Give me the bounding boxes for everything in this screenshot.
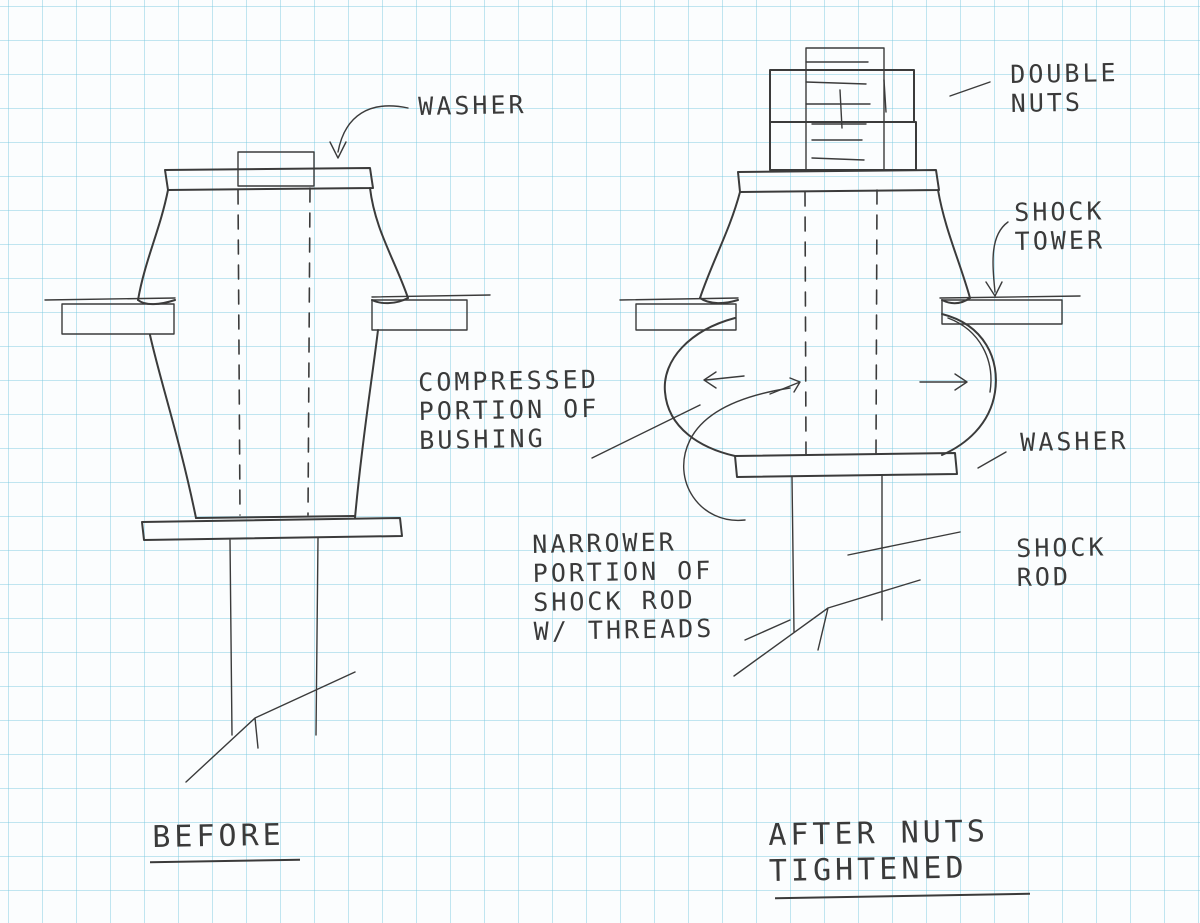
label-double-nuts: DOUBLE NUTS [1010, 58, 1119, 118]
title-before: BEFORE [152, 817, 285, 855]
leader-narrower [683, 387, 791, 521]
label-before-washer: WASHER [418, 90, 527, 121]
leader-double-nuts [949, 81, 991, 97]
label-compressed-bushing: COMPRESSED PORTION OF BUSHING [418, 364, 600, 455]
before-drawing [44, 105, 491, 783]
label-narrower-portion: NARROWER PORTION OF SHOCK ROD W/ THREADS [532, 527, 715, 646]
after-drawing [591, 47, 1081, 677]
after-top-plate [737, 169, 940, 193]
label-after-washer: WASHER [1020, 426, 1129, 457]
before-shock-tower-left [61, 303, 175, 335]
after-shock-tower-left [635, 303, 737, 331]
after-nut-upper [769, 69, 915, 123]
before-shock-rod-right [315, 537, 319, 736]
after-expand-arrow-right [919, 373, 968, 391]
before-washer-arrow [329, 105, 409, 159]
before-shock-tower-right [371, 299, 468, 331]
before-top-plate [164, 167, 374, 191]
after-lower-washer [734, 452, 958, 478]
leader-shock-rod [847, 531, 961, 556]
before-lower-bushing [149, 329, 379, 519]
after-compressed-bulge [663, 313, 997, 457]
leader-shock-tower [985, 221, 1009, 297]
after-expand-arrow-left [703, 371, 745, 389]
before-upper-bushing [137, 187, 409, 301]
after-rod-break [733, 579, 921, 677]
leader-after-washer [977, 451, 1007, 469]
leader-threads [744, 619, 791, 641]
after-upper-bushing [699, 189, 971, 299]
before-rod-break [185, 671, 356, 783]
before-shock-rod-left [229, 539, 233, 736]
before-bottom-washer [141, 517, 403, 541]
before-bore-right [307, 187, 311, 516]
title-after-nuts-tightened: AFTER NUTS TIGHTENED [768, 814, 990, 889]
after-bore-right [875, 189, 878, 455]
after-shock-rod-left [791, 476, 795, 633]
leader-compressed [591, 404, 701, 459]
after-bore-left [804, 191, 807, 455]
label-shock-rod: SHOCK ROD [1016, 532, 1107, 592]
before-bore-left [237, 189, 241, 516]
after-shock-tower-right [941, 299, 1063, 325]
after-nut-lower [769, 121, 917, 171]
label-shock-tower: SHOCK TOWER [1014, 196, 1106, 256]
